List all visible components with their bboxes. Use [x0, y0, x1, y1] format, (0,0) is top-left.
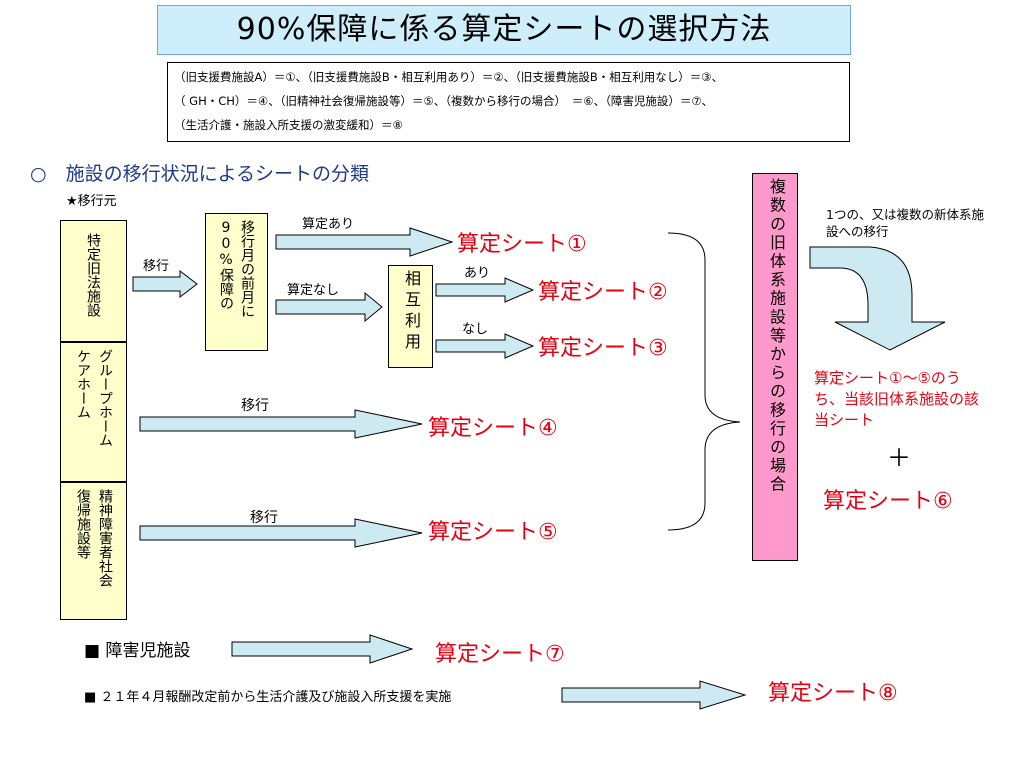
box-group-label: グループホーム: [97, 349, 113, 447]
box-multiple-migration: 複数の旧体系施設等からの移行の場合: [752, 173, 798, 561]
right-red-note: 算定シート①～⑤のうち、当該旧体系施設の該当シート: [814, 369, 980, 429]
legend-box: （旧支援費施設A）＝①、（旧支援費施設B・相互利用あり）＝②、（旧支援費施設B・…: [167, 62, 850, 142]
box-mutual: 相互利用: [388, 265, 433, 368]
label-iko5: 移行: [250, 510, 278, 526]
source-label: ★移行元: [66, 194, 117, 209]
right-note: 1つの、又は複数の新体系施設への移行: [826, 207, 984, 239]
box-gh-ch: グループホーム ケアホーム: [60, 342, 127, 482]
arrow-ari: [435, 277, 535, 303]
legend-line-3: （生活介護・施設入所支援の激変緩和）＝⑧: [174, 118, 403, 132]
sheet-3: 算定シート③: [538, 336, 668, 361]
box-care-label: ケアホーム: [75, 349, 91, 419]
label-santei-nashi: 算定なし: [287, 283, 340, 298]
box-seishin-label-2: 復帰施設等: [75, 489, 91, 559]
legend-line-1: （旧支援費施設A）＝①、（旧支援費施設B・相互利用あり）＝②、（旧支援費施設B・…: [174, 70, 724, 84]
sheet-7: 算定シート⑦: [435, 642, 565, 667]
box-seishin: 精神障害者社会 復帰施設等: [60, 482, 127, 620]
page-title: 90%保障に係る算定シートの選択方法: [157, 5, 851, 55]
bottom-item-8: ■ ２１年４月報酬改定前から生活介護及び施設入所支援を実施: [84, 690, 452, 705]
sheet-1: 算定シート①: [457, 232, 587, 257]
box-guarantee-col1: 移行月の前月に: [239, 220, 255, 318]
box-guarantee: 移行月の前月に 90%保障の: [205, 213, 268, 351]
arrow-nashi: [435, 333, 535, 359]
arrow-iko5: [139, 518, 423, 548]
box-multiple-migration-label: 複数の旧体系施設等からの移行の場合: [767, 178, 786, 495]
label-iko: 移行: [143, 259, 170, 274]
plus-sign: ＋: [887, 444, 911, 472]
section-title: ○ 施設の移行状況によるシートの分類: [30, 163, 370, 185]
box-mutual-label: 相互利用: [402, 270, 421, 354]
label-iko4: 移行: [241, 398, 269, 414]
box-tokutei: 特定旧法施設: [60, 220, 127, 342]
bottom-item-7: ■ 障害児施設: [84, 641, 191, 661]
arrow-curved-down: [809, 246, 946, 351]
label-santei-ari: 算定あり: [302, 217, 355, 232]
arrow-item7: [231, 634, 414, 664]
arrow-iko4: [139, 409, 423, 439]
box-guarantee-col2: 90%保障の: [218, 220, 234, 310]
legend-line-2: （ GH・CH）＝④、（旧精神社会復帰施設等）＝⑤、（複数から移行の場合） ＝⑥…: [174, 94, 714, 108]
sheet-4: 算定シート④: [428, 416, 558, 441]
sheet-2: 算定シート②: [538, 280, 668, 305]
arrow-santei-nashi: [275, 291, 383, 323]
sheet-5: 算定シート⑤: [428, 520, 558, 545]
sheet-8: 算定シート⑧: [768, 681, 898, 706]
arrow-santei-ari: [275, 227, 454, 257]
label-ari: あり: [464, 266, 491, 281]
brace-bracket: [667, 232, 741, 531]
arrow-iko: [132, 269, 198, 299]
box-tokutei-label: 特定旧法施設: [85, 233, 101, 317]
sheet-6: 算定シート⑥: [823, 489, 953, 514]
box-seishin-label-1: 精神障害者社会: [97, 489, 113, 587]
label-nashi: なし: [462, 322, 489, 337]
arrow-item8: [561, 680, 747, 710]
